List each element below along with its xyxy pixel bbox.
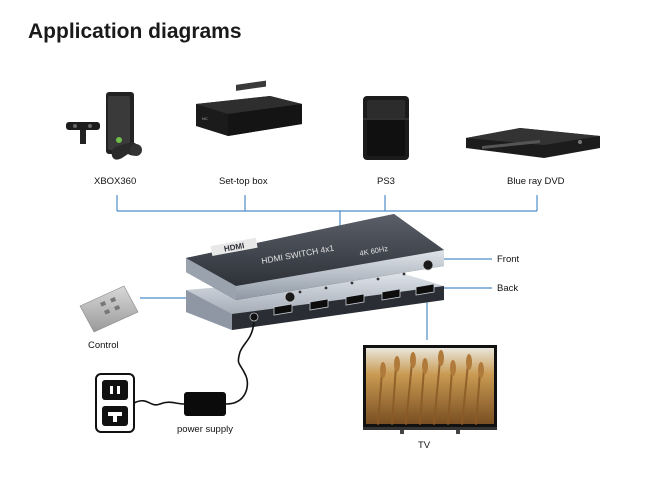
control-label: Control bbox=[88, 340, 119, 351]
ps3-device bbox=[363, 96, 409, 160]
ir-sensor bbox=[284, 291, 296, 303]
remote-control-device bbox=[79, 285, 139, 333]
power-supply-label: power supply bbox=[177, 424, 233, 435]
power-adapter bbox=[184, 392, 226, 416]
power-supply bbox=[95, 321, 255, 433]
front-select-button bbox=[422, 259, 434, 271]
tv-label: TV bbox=[418, 440, 431, 451]
back-label: Back bbox=[497, 283, 519, 294]
svg-text:NC: NC bbox=[202, 116, 208, 121]
power-jack bbox=[249, 312, 259, 322]
set-top-box-device: NC bbox=[196, 80, 302, 136]
settopbox-label: Set-top box bbox=[219, 176, 268, 187]
bluray-label: Blue ray DVD bbox=[507, 176, 565, 187]
page-title: Application diagrams bbox=[28, 20, 242, 43]
hdmi-input-ports bbox=[273, 288, 401, 316]
hdmi-switch-front-unit: HDMI HDMI SWITCH 4x1 4K 60Hz bbox=[186, 214, 444, 303]
xbox360-device bbox=[66, 92, 142, 160]
bluray-dvd-device bbox=[466, 128, 600, 158]
tv-device bbox=[363, 345, 497, 434]
ps3-label: PS3 bbox=[377, 176, 395, 187]
hdmi-output-port bbox=[415, 283, 435, 296]
switch-logo: HDMI bbox=[223, 241, 245, 254]
front-label: Front bbox=[497, 254, 520, 265]
xbox360-label: XBOX360 bbox=[94, 176, 137, 187]
